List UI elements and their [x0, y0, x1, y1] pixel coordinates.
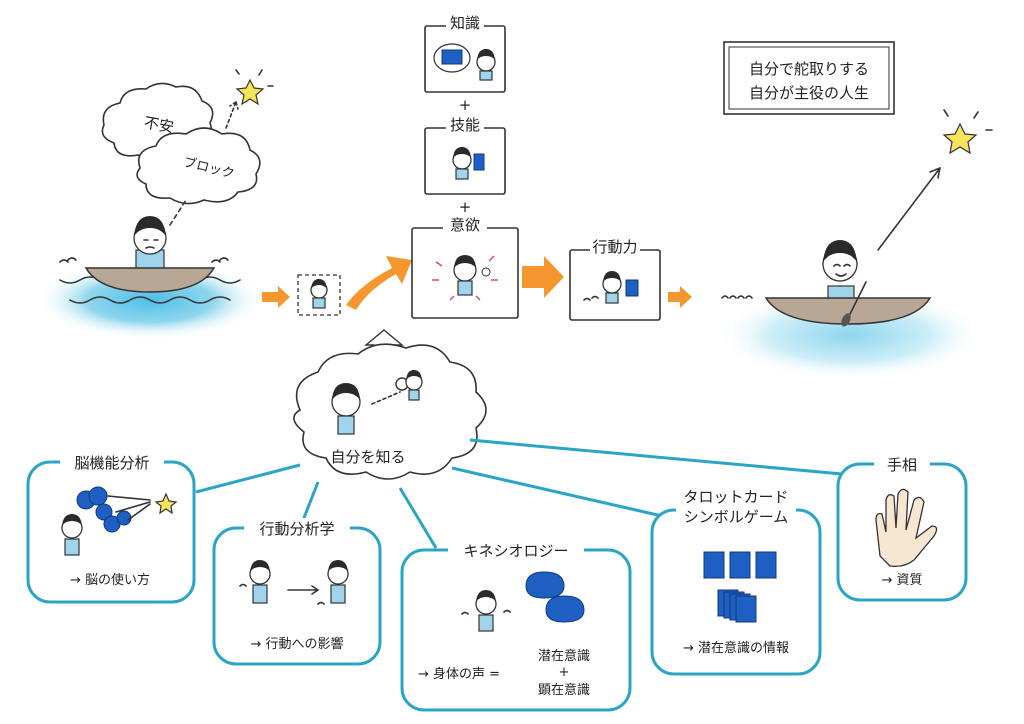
tarot-title-2: シンボルゲーム — [684, 508, 789, 526]
title-line-2: 自分が主役の人生 — [749, 84, 869, 102]
hand-icon — [875, 488, 938, 568]
book-icon — [441, 49, 463, 65]
plus-1: + — [459, 96, 472, 114]
kinesiology-note: → 身体の声 = — [418, 666, 500, 682]
kinesiology-title: キネシオロジー — [463, 542, 568, 560]
card-icon — [755, 551, 777, 579]
know-self-label: 自分を知る — [330, 448, 405, 466]
title-box: 自分で舵取りする 自分が主役の人生 — [723, 41, 895, 115]
action-label: 行動力 — [592, 238, 637, 256]
palm-title: 手相 — [887, 456, 917, 474]
cloud-fear-label: 不安 — [143, 114, 176, 137]
kinesiology-note-plus: + — [559, 665, 570, 680]
boat-icon — [84, 267, 216, 293]
skill-box: 技能 — [424, 116, 506, 195]
tarot-note: → 潜在意識の情報 — [683, 640, 789, 656]
behavior-title: 行動分析学 — [259, 520, 334, 538]
girl-worried — [133, 216, 167, 275]
topic-tarot: タロットカード シンボルゲーム → 潜在意識の情報 — [650, 486, 822, 676]
know-self-cloud: 自分を知る — [293, 343, 487, 480]
kinesiology-note-a: 潜在意識 — [538, 648, 590, 664]
brain-note: → 脳の使い方 — [70, 572, 150, 588]
topic-brain: 脳機能分析 → 脳の使い方 — [26, 452, 196, 604]
brain-cloud-icon — [76, 486, 132, 533]
star-icon — [942, 122, 978, 155]
knowledge-box: 知識 — [424, 14, 506, 93]
topic-behavior: 行動分析学 → 行動への影響 — [212, 518, 382, 666]
title-line-1: 自分で舵取りする — [749, 60, 869, 78]
connectors — [195, 438, 843, 549]
card-icon — [703, 551, 725, 579]
kinesiology-note-b: 顕在意識 — [538, 682, 590, 698]
plus-2: + — [459, 198, 472, 216]
girl-dashed-box — [297, 274, 341, 316]
arrow-curved — [346, 256, 412, 310]
brain-title: 脳機能分析 — [74, 454, 149, 472]
card-icon — [473, 153, 485, 171]
star-icon — [235, 78, 265, 106]
knowledge-label: 知識 — [450, 14, 480, 32]
motivation-label: 意欲 — [450, 216, 480, 234]
palm-note: → 資質 — [881, 573, 922, 588]
motivation-box: 意欲 — [411, 216, 519, 319]
cloud-block: ブロック — [136, 127, 261, 205]
arrow-mid — [522, 256, 564, 298]
action-box: 行動力 — [569, 238, 661, 321]
behavior-note: → 行動への影響 — [250, 636, 343, 652]
topic-kinesiology: キネシオロジー → 身体の声 = 潜在意識 + 顕在意識 — [400, 540, 632, 712]
card-icon — [729, 551, 751, 579]
arrow-small-1 — [262, 286, 290, 308]
arrow-small-2 — [668, 286, 692, 308]
right-scene — [715, 109, 993, 380]
tarot-title-1: タロットカード — [683, 488, 788, 506]
skill-label: 技能 — [450, 116, 480, 134]
star-icon — [154, 492, 178, 515]
left-scene: 不安 ブロック — [35, 69, 274, 340]
topic-palm: 手相 → 資質 — [836, 454, 968, 602]
